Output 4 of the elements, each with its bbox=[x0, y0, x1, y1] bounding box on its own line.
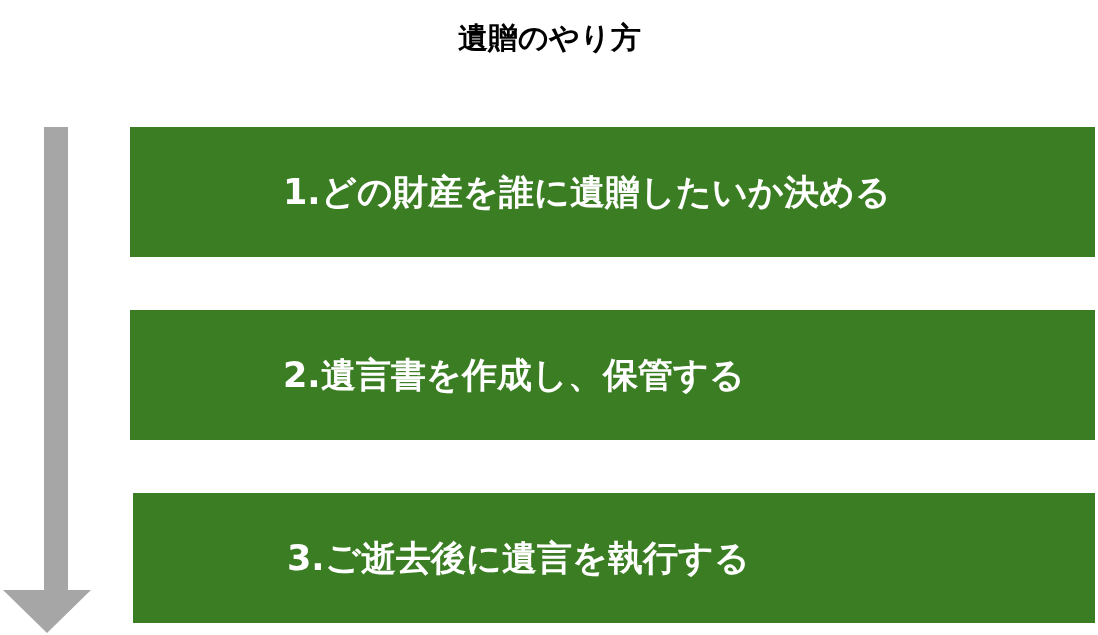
title: 遺贈のやり方 bbox=[457, 20, 641, 55]
step-box: 1.どの財産を誰に遺贈したいか決める bbox=[130, 127, 1095, 257]
step-box: 3.ご逝去後に遺言を執行する bbox=[133, 493, 1095, 623]
step-box: 2.遺言書を作成し、保管する bbox=[130, 310, 1095, 440]
